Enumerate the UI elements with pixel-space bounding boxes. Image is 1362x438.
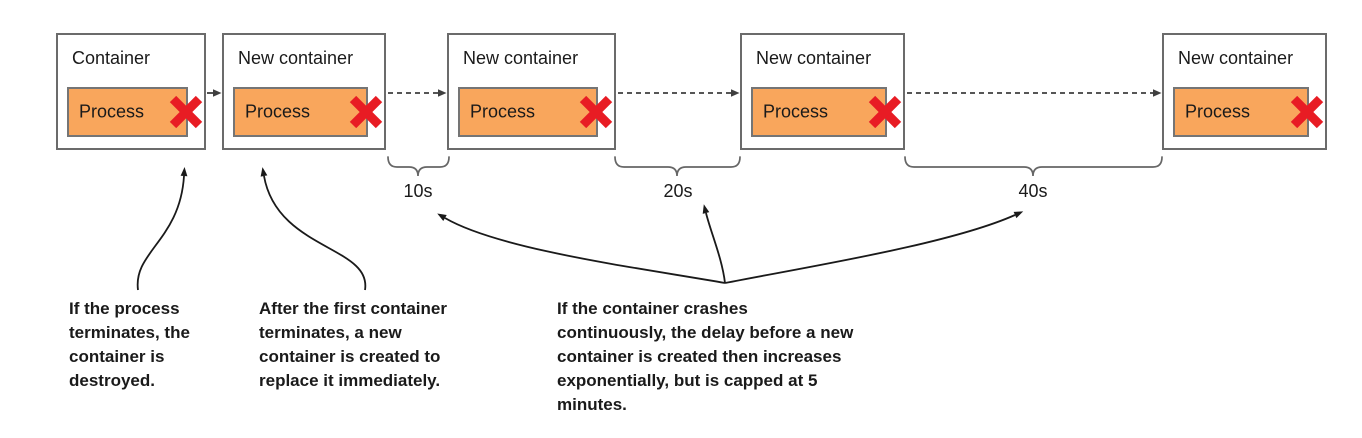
process-label: Process xyxy=(470,101,536,122)
annotation3-arrow-to-40s xyxy=(724,211,1024,284)
crash-x-icon xyxy=(868,95,902,129)
container-title: New container xyxy=(238,48,354,68)
container-box-4: New container Process xyxy=(740,33,905,150)
crash-x-icon xyxy=(579,95,613,129)
container-title: New container xyxy=(1178,48,1294,68)
crash-x-icon xyxy=(1290,95,1324,129)
process-box: Process xyxy=(751,87,902,137)
delay-brace-40s xyxy=(904,156,1163,177)
annotation-immediate-replacement: After the first container terminates, a … xyxy=(259,299,447,390)
process-box: Process xyxy=(458,87,613,137)
delay-brace-10s xyxy=(387,156,450,177)
container-title: New container xyxy=(463,48,579,68)
process-label: Process xyxy=(245,101,311,122)
process-box: Process xyxy=(67,87,203,137)
process-label: Process xyxy=(79,101,145,122)
annotation1-arrow xyxy=(136,167,188,291)
crash-x-icon xyxy=(349,95,383,129)
annotation2-arrow xyxy=(260,167,366,291)
annotation-exponential-backoff: If the container crashes continuously, t… xyxy=(557,299,854,414)
container-title: New container xyxy=(756,48,872,68)
delay-label-20s: 20s xyxy=(663,181,693,201)
container-box-3: New container Process xyxy=(447,33,616,150)
container-box-1: Container Process xyxy=(56,33,206,150)
annotation3-arrow-to-20s xyxy=(702,204,726,284)
container-box-2: New container Process xyxy=(222,33,386,150)
crash-x-icon xyxy=(169,95,203,129)
process-box: Process xyxy=(233,87,383,137)
delay-label-40s: 40s xyxy=(1018,181,1048,201)
annotation3-arrow-to-10s xyxy=(437,213,726,284)
delay-brace-20s xyxy=(614,156,741,177)
annotation-process-terminates: If the process terminates, the container… xyxy=(69,299,190,390)
delay-label-10s: 10s xyxy=(403,181,433,201)
container-box-5: New container Process xyxy=(1162,33,1327,150)
process-label: Process xyxy=(1185,101,1251,122)
container-title: Container xyxy=(72,48,151,68)
process-label: Process xyxy=(763,101,829,122)
process-box: Process xyxy=(1173,87,1324,137)
